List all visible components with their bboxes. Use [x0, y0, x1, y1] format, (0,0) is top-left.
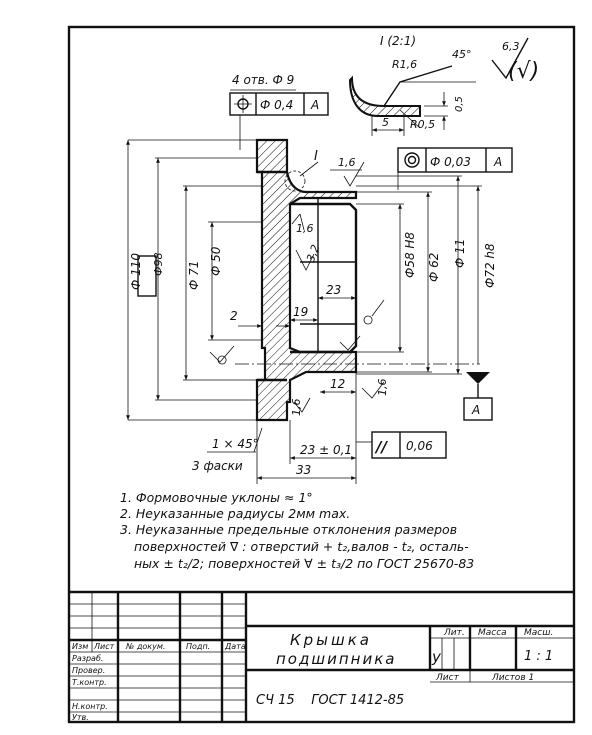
- dim-w23: 23: [326, 283, 341, 297]
- roughness-inner: 1,6: [296, 222, 314, 235]
- tb-mass-label: Масса: [478, 628, 507, 638]
- tb-role-tech-control: Т.контр.: [72, 678, 107, 687]
- detail-angle: 45°: [452, 48, 472, 61]
- parallel-icon: //: [374, 438, 388, 456]
- dim-d98-box: [137, 255, 157, 297]
- dim-d11: Ф 11: [453, 239, 467, 268]
- view-marker: I: [314, 149, 318, 164]
- dim-d72: Ф72 h8: [483, 243, 497, 288]
- tb-role-norm-control: Н.контр.: [72, 702, 108, 711]
- datum-a: A: [463, 372, 493, 421]
- tb-role-checker: Провер.: [72, 666, 105, 675]
- parallel-value: 0,06: [406, 439, 433, 453]
- concentricity-outer-icon: [404, 152, 420, 168]
- position-value: Ф 0,4: [260, 98, 293, 112]
- note-line-2: 2. Неуказанные радиусы 2мм mах.: [120, 506, 350, 521]
- holes-note: 4 отв. Ф 9: [232, 73, 294, 87]
- tb-scale-label: Масш.: [524, 628, 553, 638]
- dim-d62: Ф 62: [427, 253, 441, 282]
- tb-role-developer: Разраб.: [72, 654, 103, 663]
- roughness-top: 1,6: [338, 156, 356, 169]
- detail-radius-top: R1,6: [392, 58, 417, 71]
- part-name-line1: Крышка: [290, 631, 372, 649]
- concentricity-datum: A: [493, 155, 502, 169]
- note-line-5: ных ± t₂/2; поверхностей ∀ ± t₃/2 по ГОС…: [134, 556, 474, 571]
- roughness-mark: 6,3 (√): [491, 37, 539, 84]
- dim-w33: 33: [296, 463, 311, 477]
- chamfer-size: 1 × 45°: [212, 437, 259, 451]
- detail-title: I (2:1): [380, 34, 416, 48]
- detail-radius-bottom: R0,5: [410, 118, 435, 131]
- dim-d50: Ф 50: [209, 246, 223, 276]
- concentricity-tolerance-frame: Ф 0,03 A: [397, 147, 513, 173]
- roughness-small-right: 1,6: [376, 379, 389, 397]
- material-designation: СЧ 15 ГОСТ 1412-85: [256, 693, 404, 708]
- note-line-4: поверхностей ∇ : отверстий + t₂,валов - …: [134, 539, 469, 554]
- section-view: [235, 138, 480, 422]
- tb-lit-value: у: [431, 648, 442, 666]
- dim-d110: Ф 110: [129, 253, 143, 290]
- detail-profile: [348, 75, 421, 117]
- dim-w23-tol: 23 ± 0,1: [300, 443, 352, 457]
- position-tolerance-frame: Ф 0,4 A: [229, 92, 329, 116]
- roughness-value: 6,3: [502, 40, 520, 53]
- concentricity-value: Ф 0,03: [430, 155, 471, 169]
- notes: 1. Формовочные уклоны ≈ 1° 2. Неуказанны…: [120, 490, 474, 571]
- tb-lit-label: Лит.: [443, 628, 465, 638]
- tb-header-doc: № докум.: [125, 642, 165, 651]
- roughness-general: (√): [508, 59, 539, 84]
- dim-d98: Ф98: [152, 253, 165, 276]
- tb-header-izm: Изм: [72, 642, 88, 651]
- concentricity-inner-icon: [407, 155, 417, 165]
- tb-header-sign: Подп.: [186, 642, 210, 651]
- dim-w2: 2: [230, 309, 238, 323]
- tb-role-approved: Утв.: [72, 713, 89, 722]
- note-line-3: 3. Неуказанные предельные отклонения раз…: [120, 522, 457, 537]
- position-datum: A: [310, 98, 319, 112]
- tb-header-date: Дата: [224, 642, 246, 651]
- dim-d71: Ф 71: [187, 261, 201, 290]
- roughness-bore: 3,2: [304, 243, 322, 264]
- chamfer-count: 3 фаски: [192, 459, 243, 473]
- dim-d58: Ф58 H8: [403, 232, 417, 278]
- detail-width: 5: [382, 116, 389, 129]
- dim-w12: 12: [330, 377, 345, 391]
- part-name-line2: подшипника: [276, 650, 396, 668]
- tb-sheet-label: Лист: [435, 673, 460, 683]
- detail-height: 0,5: [454, 96, 465, 112]
- datum-label: A: [471, 403, 480, 417]
- sheet-frame: [67, 25, 576, 724]
- dim-w19: 19: [293, 305, 308, 319]
- detail-view: I (2:1) R1,6 45° 5 R0,5 0,5: [348, 34, 476, 136]
- roughness-bottom: 1,6: [290, 399, 303, 417]
- tb-sheets-label: Листов 1: [491, 673, 534, 683]
- tb-header-list: Лист: [93, 642, 115, 651]
- title-block: Изм Лист № докум. Подп. Дата Разраб. Про…: [69, 590, 574, 722]
- tb-scale-value: 1 : 1: [524, 649, 553, 664]
- parallel-tolerance-frame: // 0,06: [356, 431, 447, 459]
- note-line-1: 1. Формовочные уклоны ≈ 1°: [120, 490, 313, 505]
